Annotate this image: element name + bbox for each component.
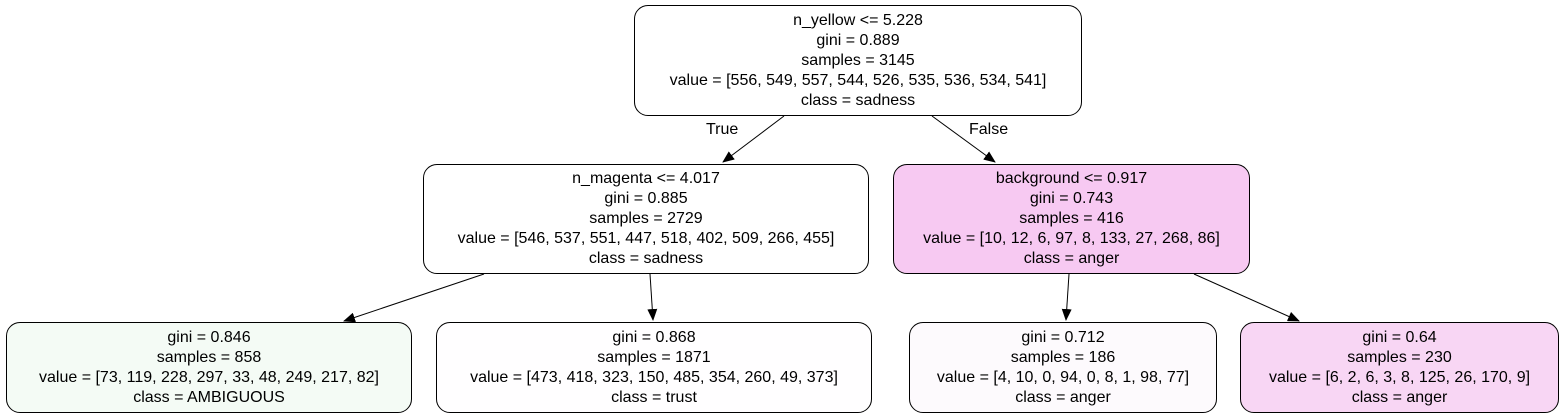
tree-leaf-anger-2: gini = 0.64 samples = 230 value = [6, 2,… (1240, 322, 1559, 413)
node-class: class = sadness (800, 91, 916, 109)
tree-node-root: n_yellow <= 5.228 gini = 0.889 samples =… (634, 5, 1082, 116)
node-split-condition: n_yellow <= 5.228 (793, 11, 923, 29)
node-gini: gini = 0.885 (604, 190, 688, 207)
node-samples: samples = 416 (1019, 210, 1124, 227)
edge-left-to-leaf-ambiguous (343, 273, 485, 323)
node-class: class = anger (1351, 388, 1448, 406)
node-gini: gini = 0.889 (816, 31, 900, 49)
tree-leaf-anger-1: gini = 0.712 samples = 186 value = [4, 1… (909, 322, 1217, 413)
node-gini: gini = 0.712 (1021, 328, 1105, 346)
node-gini: gini = 0.743 (1029, 190, 1114, 207)
tree-leaf-trust: gini = 0.868 samples = 1871 value = [473… (436, 322, 872, 413)
node-samples: samples = 858 (156, 348, 262, 366)
node-gini: gini = 0.868 (612, 328, 696, 346)
node-samples: samples = 1871 (597, 348, 711, 366)
edge-label-false: False (969, 121, 1009, 138)
node-value: value = [73, 119, 228, 297, 33, 48, 249,… (39, 368, 379, 386)
edge-label-true: True (706, 121, 739, 138)
tree-node-left: n_magenta <= 4.017 gini = 0.885 samples … (423, 164, 869, 274)
node-value: value = [556, 549, 557, 544, 526, 535, 5… (669, 71, 1047, 89)
node-class: class = trust (611, 388, 697, 406)
node-samples: samples = 186 (1010, 348, 1116, 366)
node-value: value = [546, 537, 551, 447, 518, 402, 5… (457, 230, 835, 247)
node-value: value = [10, 12, 6, 97, 8, 133, 27, 268,… (923, 230, 1220, 247)
tree-leaf-ambiguous: gini = 0.846 samples = 858 value = [73, … (6, 322, 412, 413)
node-samples: samples = 230 (1347, 348, 1452, 366)
edge-root-to-left (722, 115, 785, 163)
node-class: class = AMBIGUOUS (133, 388, 285, 406)
node-gini: gini = 0.64 (1362, 328, 1437, 346)
node-value: value = [473, 418, 323, 150, 485, 354, 2… (470, 368, 838, 386)
node-value: value = [4, 10, 0, 94, 0, 8, 1, 98, 77] (936, 368, 1190, 386)
edge-root-to-right (931, 115, 996, 163)
node-samples: samples = 3145 (801, 51, 915, 69)
node-value: value = [6, 2, 6, 3, 8, 125, 26, 170, 9] (1268, 368, 1531, 386)
edge-right-to-leaf-anger-1 (1061, 273, 1072, 321)
edge-right-to-leaf-anger-2 (1193, 273, 1300, 322)
tree-node-right: background <= 0.917 gini = 0.743 samples… (893, 164, 1250, 274)
edge-left-to-leaf-trust (647, 273, 658, 321)
node-samples: samples = 2729 (589, 210, 703, 227)
node-gini: gini = 0.846 (167, 328, 251, 346)
node-class: class = anger (1015, 388, 1111, 406)
node-class: class = sadness (588, 250, 704, 267)
node-class: class = anger (1023, 250, 1120, 267)
node-split-condition: background <= 0.917 (995, 170, 1148, 187)
node-split-condition: n_magenta <= 4.017 (572, 170, 720, 187)
